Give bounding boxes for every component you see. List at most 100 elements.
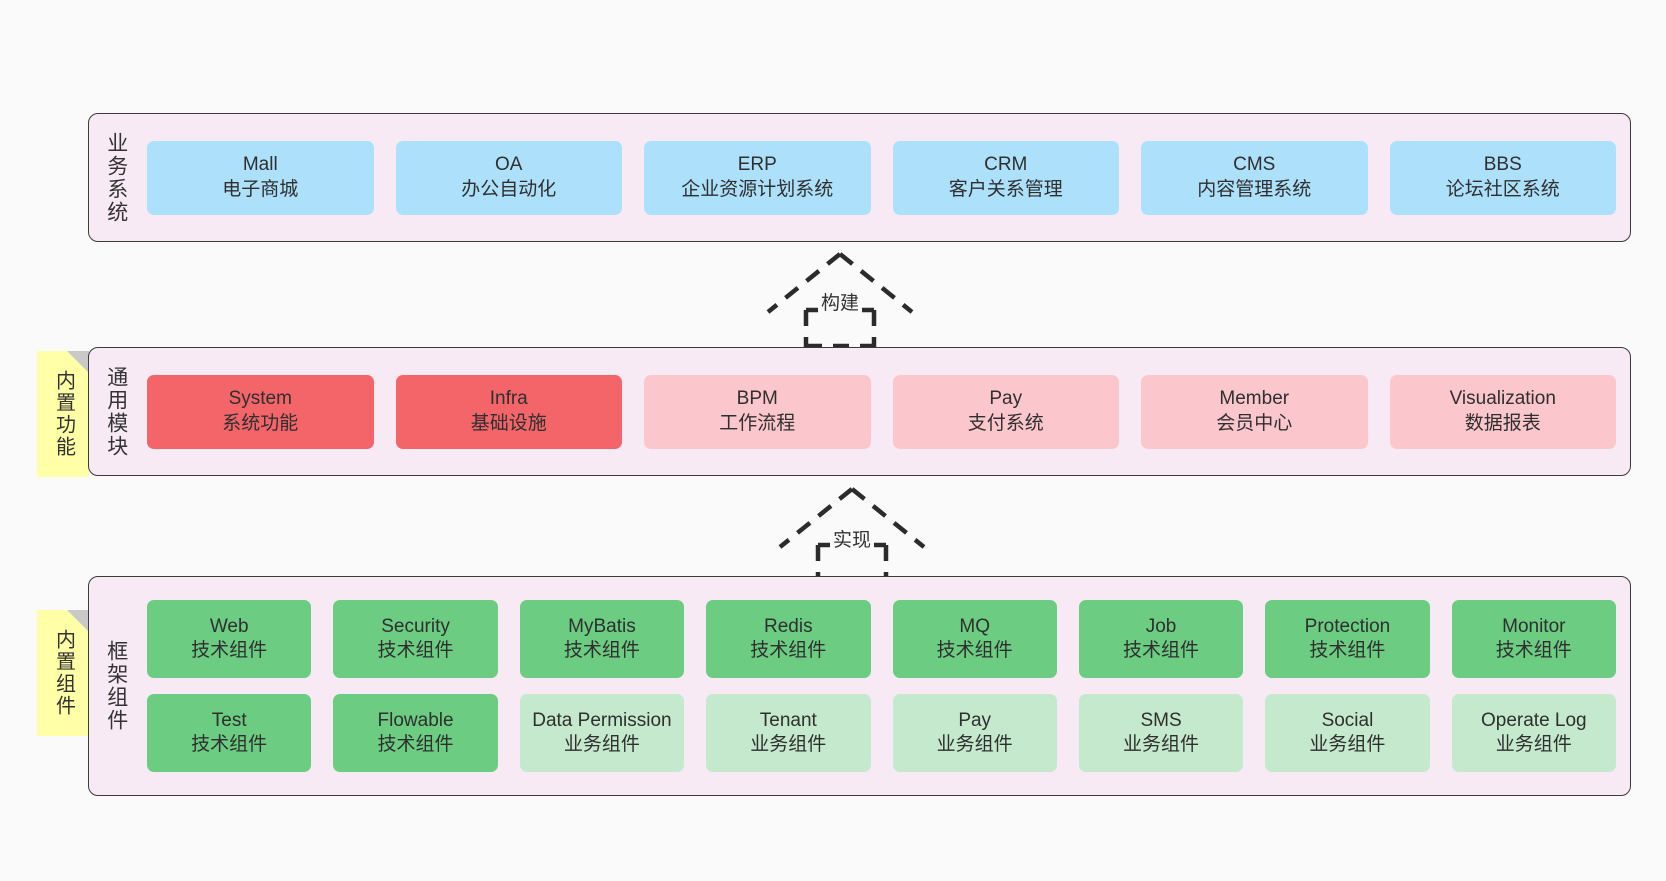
node-pay-module[interactable]: Pay 支付系统 (892, 374, 1119, 449)
node-title: Security (381, 615, 450, 637)
node-title: Redis (764, 615, 813, 637)
node-title: Visualization (1449, 388, 1556, 410)
node-subtitle: 论坛社区系统 (1445, 178, 1560, 200)
node-title: Flowable (377, 709, 454, 731)
node-web[interactable]: Web 技术组件 (147, 600, 312, 678)
node-subtitle: 业务组件 (563, 734, 640, 755)
note-builtin-component: 内置组件 (37, 610, 89, 736)
node-title: CRM (984, 154, 1028, 176)
node-security[interactable]: Security 技术组件 (333, 600, 498, 678)
node-title: Data Permission (532, 709, 672, 731)
layer-body-business: Mall 电子商城 OA 办公自动化 ERP 企业资源计划系统 CRM 客户关系… (143, 114, 1630, 241)
node-title: BBS (1483, 154, 1522, 176)
node-subtitle: 支付系统 (967, 412, 1044, 434)
node-title: SMS (1140, 709, 1182, 731)
layer-common-modules: 通用模块 System 系统功能 Infra 基础设施 BPM 工作流程 Pay… (88, 347, 1631, 476)
node-title: Monitor (1502, 615, 1566, 637)
node-crm[interactable]: CRM 客户关系管理 (892, 140, 1119, 215)
note-builtin-function-label: 内置功能 (52, 370, 75, 458)
node-protection[interactable]: Protection 技术组件 (1265, 600, 1430, 678)
node-title: Infra (489, 388, 528, 410)
node-subtitle: 内容管理系统 (1197, 178, 1312, 200)
node-operate-log[interactable]: Operate Log 业务组件 (1451, 694, 1616, 772)
note-builtin-component-label: 内置组件 (52, 629, 75, 717)
framework-tech-row: Web 技术组件 Security 技术组件 MyBatis 技术组件 Redi… (147, 600, 1616, 678)
node-subtitle: 技术组件 (1309, 640, 1386, 661)
node-subtitle: 技术组件 (750, 640, 827, 661)
note-fold-icon (67, 610, 89, 632)
node-title: Job (1145, 615, 1177, 637)
node-title: Test (211, 709, 247, 731)
layer-title-business: 业务系统 (104, 131, 128, 224)
framework-business-row: Test 技术组件 Flowable 技术组件 Data Permission … (147, 694, 1616, 772)
node-title: MQ (959, 615, 990, 637)
node-title: OA (495, 154, 523, 176)
node-title: BPM (736, 388, 778, 410)
layer-title-common: 通用模块 (104, 365, 128, 458)
node-tenant[interactable]: Tenant 业务组件 (706, 694, 871, 772)
common-node-row: System 系统功能 Infra 基础设施 BPM 工作流程 Pay 支付系统… (147, 374, 1616, 449)
node-visualization[interactable]: Visualization 数据报表 (1389, 374, 1616, 449)
node-bpm[interactable]: BPM 工作流程 (644, 374, 871, 449)
node-test[interactable]: Test 技术组件 (147, 694, 312, 772)
connector-build: 构建 (760, 248, 920, 349)
node-subtitle: 技术组件 (936, 640, 1013, 661)
node-subtitle: 系统功能 (222, 412, 299, 434)
node-title: Operate Log (1480, 709, 1587, 731)
node-title: Protection (1304, 615, 1391, 637)
node-bbs[interactable]: BBS 论坛社区系统 (1389, 140, 1616, 215)
node-subtitle: 电子商城 (222, 178, 299, 200)
node-subtitle: 技术组件 (1495, 640, 1572, 661)
node-mall[interactable]: Mall 电子商城 (147, 140, 374, 215)
node-subtitle: 业务组件 (1495, 734, 1572, 755)
node-subtitle: 业务组件 (1123, 734, 1200, 755)
node-pay-component[interactable]: Pay 业务组件 (892, 694, 1057, 772)
business-node-row: Mall 电子商城 OA 办公自动化 ERP 企业资源计划系统 CRM 客户关系… (147, 140, 1616, 215)
node-subtitle: 客户关系管理 (948, 178, 1063, 200)
node-oa[interactable]: OA 办公自动化 (395, 140, 622, 215)
node-social[interactable]: Social 业务组件 (1265, 694, 1430, 772)
node-subtitle: 业务组件 (936, 734, 1013, 755)
note-fold-icon (67, 351, 89, 373)
node-flowable[interactable]: Flowable 技术组件 (333, 694, 498, 772)
node-data-permission[interactable]: Data Permission 业务组件 (519, 694, 685, 772)
layer-framework-components: 框架组件 Web 技术组件 Security 技术组件 MyBatis 技术组件… (88, 576, 1631, 796)
node-erp[interactable]: ERP 企业资源计划系统 (644, 140, 871, 215)
node-cms[interactable]: CMS 内容管理系统 (1141, 140, 1368, 215)
node-subtitle: 基础设施 (470, 412, 547, 434)
node-monitor[interactable]: Monitor 技术组件 (1451, 600, 1616, 678)
node-title: MyBatis (568, 615, 636, 637)
node-title: System (228, 388, 292, 410)
node-redis[interactable]: Redis 技术组件 (706, 600, 871, 678)
node-subtitle: 技术组件 (191, 640, 268, 661)
note-builtin-function: 内置功能 (37, 351, 89, 477)
node-member[interactable]: Member 会员中心 (1141, 374, 1368, 449)
node-subtitle: 技术组件 (377, 640, 454, 661)
node-job[interactable]: Job 技术组件 (1078, 600, 1244, 678)
node-title: Mall (242, 154, 278, 176)
node-mybatis[interactable]: MyBatis 技术组件 (519, 600, 685, 678)
node-sms[interactable]: SMS 业务组件 (1078, 694, 1244, 772)
node-title: ERP (737, 154, 777, 176)
connector-implement: 实现 (772, 483, 932, 584)
node-title: Web (209, 615, 249, 637)
layer-body-framework: Web 技术组件 Security 技术组件 MyBatis 技术组件 Redi… (143, 577, 1630, 795)
node-subtitle: 业务组件 (750, 734, 827, 755)
node-title: Social (1321, 709, 1374, 731)
node-subtitle: 工作流程 (719, 412, 796, 434)
node-mq[interactable]: MQ 技术组件 (892, 600, 1057, 678)
node-infra[interactable]: Infra 基础设施 (395, 374, 622, 449)
node-title: CMS (1233, 154, 1276, 176)
node-title: Tenant (759, 709, 817, 731)
layer-business-systems: 业务系统 Mall 电子商城 OA 办公自动化 ERP 企业资源计划系统 CRM… (88, 113, 1631, 242)
node-subtitle: 技术组件 (1123, 640, 1200, 661)
node-system[interactable]: System 系统功能 (147, 374, 374, 449)
node-subtitle: 企业资源计划系统 (681, 178, 834, 200)
node-subtitle: 技术组件 (191, 734, 268, 755)
node-title: Member (1219, 388, 1290, 410)
layer-title-framework: 框架组件 (104, 640, 128, 732)
node-title: Pay (958, 709, 992, 731)
node-subtitle: 业务组件 (1309, 734, 1386, 755)
node-subtitle: 办公自动化 (461, 178, 557, 200)
connector-implement-label: 实现 (829, 525, 875, 552)
